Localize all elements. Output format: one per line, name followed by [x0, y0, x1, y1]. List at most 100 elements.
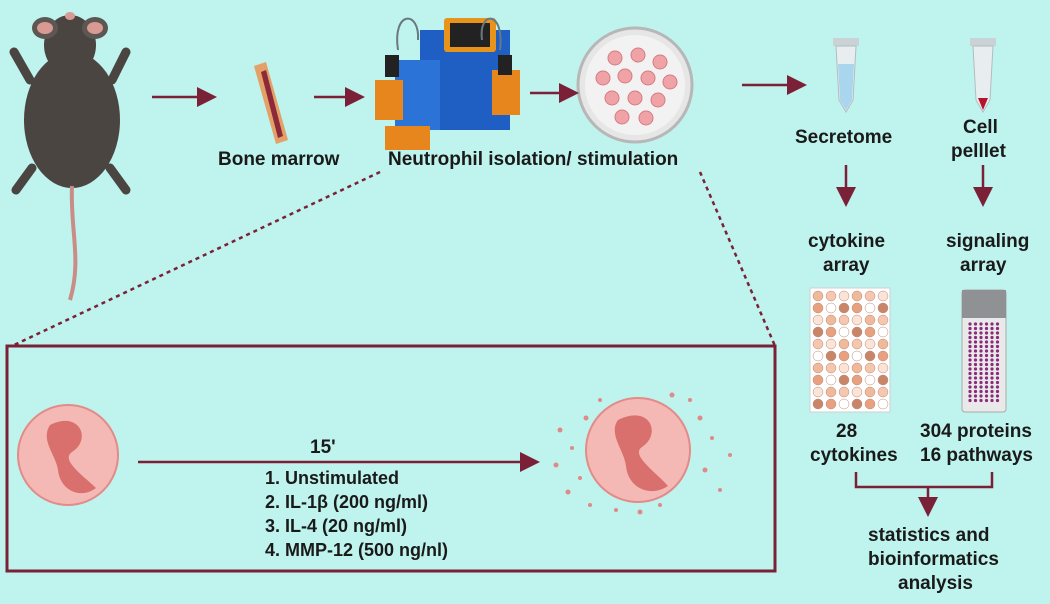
condition-3: 3. IL-4 (20 ng/ml) — [265, 516, 408, 536]
array-spot — [984, 349, 989, 353]
array-well — [825, 326, 837, 338]
array-well — [877, 374, 889, 386]
cytokine-array-label-2: array — [823, 255, 870, 276]
array-well — [877, 314, 889, 326]
array-well — [812, 302, 824, 314]
array-spot — [979, 358, 983, 362]
array-well — [851, 398, 863, 410]
array-well — [864, 314, 876, 326]
array-spot — [984, 340, 989, 344]
array-spot — [968, 358, 972, 362]
analysis-label-3: analysis — [898, 573, 973, 594]
array-spot — [968, 380, 972, 385]
cytokines-word-label: cytokines — [810, 445, 898, 466]
array-spot — [990, 322, 994, 326]
array-spot — [995, 380, 1000, 385]
array-spot — [968, 322, 972, 326]
array-well — [864, 374, 876, 386]
array-spot — [973, 340, 978, 344]
condition-4: 4. MMP-12 (500 ng/nl) — [265, 540, 449, 560]
array-spot — [984, 326, 989, 331]
array-well — [877, 326, 889, 338]
array-spot — [968, 331, 972, 335]
array-well — [812, 386, 824, 398]
array-spot — [979, 367, 983, 371]
array-well — [838, 326, 850, 338]
array-spot — [968, 376, 972, 380]
array-spot — [995, 322, 1000, 326]
array-spot — [990, 371, 994, 376]
array-spot — [979, 326, 983, 331]
array-spot — [984, 335, 989, 340]
array-well — [877, 302, 889, 314]
array-well — [864, 338, 876, 350]
array-well — [864, 386, 876, 398]
array-spot — [973, 371, 978, 376]
array-spot — [990, 344, 994, 349]
array-spot — [990, 385, 994, 389]
array-spot — [995, 344, 1000, 349]
array-spot — [990, 367, 994, 371]
array-spot — [995, 376, 1000, 380]
array-spot — [973, 385, 978, 389]
cell-pellet-label-1: Cell — [963, 117, 998, 138]
array-spot — [968, 398, 972, 403]
array-well — [851, 386, 863, 398]
condition-1: 1. Unstimulated — [265, 468, 400, 488]
array-spot — [990, 326, 994, 331]
bone-icon — [254, 62, 288, 144]
array-well — [877, 362, 889, 374]
signaling-array-label-2: array — [960, 255, 1007, 276]
array-spot — [973, 335, 978, 340]
array-well — [851, 302, 863, 314]
array-spot — [995, 326, 1000, 331]
array-well — [812, 362, 824, 374]
array-spot — [968, 340, 972, 344]
array-well — [812, 290, 824, 302]
array-spot — [973, 380, 978, 385]
array-spot — [990, 358, 994, 362]
array-spot — [968, 326, 972, 331]
array-spot — [990, 376, 994, 380]
array-spot — [968, 344, 972, 349]
array-spot — [968, 394, 972, 398]
array-spot — [979, 398, 983, 403]
array-spot — [990, 335, 994, 340]
array-well — [864, 302, 876, 314]
flow-device-icon — [375, 17, 520, 150]
array-well — [864, 326, 876, 338]
array-spot — [979, 331, 983, 335]
array-well — [851, 374, 863, 386]
array-well — [851, 338, 863, 350]
array-spot — [995, 358, 1000, 362]
array-well — [812, 314, 824, 326]
array-spot — [973, 322, 978, 326]
array-spot — [979, 389, 983, 394]
array-well — [825, 290, 837, 302]
signaling-array-icon — [961, 289, 1007, 413]
array-spot — [979, 344, 983, 349]
array-spot — [973, 376, 978, 380]
array-spot — [973, 344, 978, 349]
array-spot — [979, 380, 983, 385]
signaling-array-label-1: signaling — [946, 231, 1030, 252]
array-spot — [984, 398, 989, 403]
array-spot — [984, 385, 989, 389]
array-well — [877, 398, 889, 410]
array-well — [838, 290, 850, 302]
array-spot — [973, 326, 978, 331]
array-spot — [973, 349, 978, 353]
array-spot — [984, 376, 989, 380]
array-spot — [984, 358, 989, 362]
array-spot — [984, 322, 989, 326]
cytokines-count-label: 28 — [836, 421, 858, 442]
analysis-label-1: statistics and — [868, 525, 990, 546]
array-spot — [995, 353, 1000, 358]
array-spot — [979, 362, 983, 367]
array-spot — [995, 335, 1000, 340]
array-well — [825, 374, 837, 386]
array-spot — [973, 398, 978, 403]
array-spot — [979, 394, 983, 398]
array-spot — [984, 371, 989, 376]
array-spot — [990, 380, 994, 385]
